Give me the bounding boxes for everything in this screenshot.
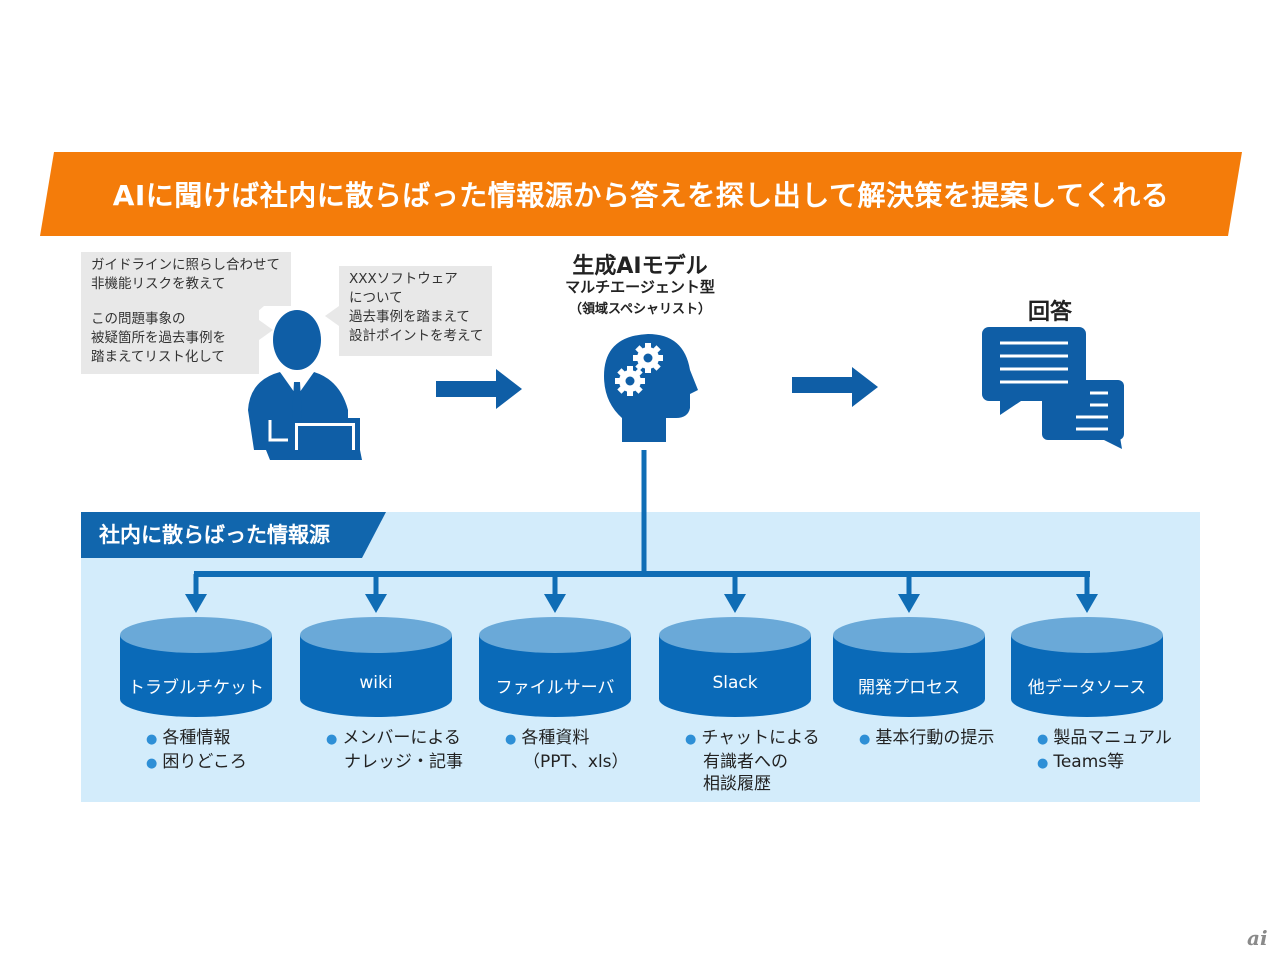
arrow-down-icon — [724, 594, 746, 613]
data-source-4: 開発プロセス — [833, 617, 985, 717]
note-text: メンバーによる — [342, 728, 461, 748]
bubble-tail — [259, 320, 273, 340]
bubble-line: 被疑箇所を過去事例を — [91, 330, 226, 346]
bubble-line: 設計ポイントを考えて — [349, 328, 484, 344]
site-logo: ai — [1247, 926, 1268, 950]
data-source-name: wiki — [359, 673, 393, 693]
note-text: チャットによる — [701, 728, 820, 748]
answer-title: 回答 — [1027, 300, 1072, 325]
arrow-down-icon — [544, 594, 566, 613]
chat-bubbles-icon — [982, 327, 1124, 449]
note-line: ● チャットによる — [685, 727, 820, 751]
note-text: 製品マニュアル — [1053, 728, 1172, 748]
data-source-name: 他データソース — [1027, 678, 1147, 698]
request-bubble-3: XXXソフトウェア について 過去事例を踏まえて 設計ポイントを考えて — [339, 266, 492, 356]
bubble-line: この問題事象の — [91, 311, 186, 327]
data-source-name: 開発プロセス — [858, 678, 960, 698]
note-line: ● Teams等 — [1037, 751, 1172, 775]
note-text: 困りどころ — [162, 752, 247, 772]
note-text: ナレッジ・記事 — [344, 752, 463, 772]
arrow-right-icon — [792, 367, 878, 407]
bullet-icon: ● — [326, 732, 338, 747]
note-line: 有識者への — [685, 751, 820, 773]
bullet-icon: ● — [859, 732, 871, 747]
bullet-icon: ● — [505, 732, 517, 747]
bubble-line: について — [349, 290, 403, 306]
data-source-2: ファイルサーバ — [479, 617, 631, 717]
bubble-line: 過去事例を踏まえて — [349, 309, 470, 325]
database-cylinder-icon — [833, 617, 985, 717]
note-text: Teams等 — [1053, 752, 1125, 772]
note-line: ● 各種情報 — [146, 727, 247, 751]
bubble-line: 踏まえてリスト化して — [91, 349, 225, 365]
sources-panel-title: 社内に散らばった情報源 — [99, 523, 330, 547]
note-text: 有識者への — [703, 752, 788, 772]
person-laptop-icon — [248, 310, 362, 460]
database-cylinder-icon — [120, 617, 272, 717]
data-source-notes: ● 製品マニュアル ● Teams等 — [1037, 727, 1172, 775]
note-line: ● 困りどころ — [146, 751, 247, 775]
bullet-icon: ● — [146, 756, 158, 771]
note-line: （PPT、xls） — [505, 751, 629, 773]
note-line: ● 基本行動の提示 — [859, 727, 994, 751]
data-source-3: Slack — [659, 617, 811, 717]
database-cylinder-icon — [1011, 617, 1163, 717]
bullet-icon: ● — [1037, 756, 1049, 771]
model-title: 生成AIモデル — [572, 254, 708, 279]
data-source-notes: ● 基本行動の提示 — [859, 727, 994, 751]
note-line: ● メンバーによる — [326, 727, 463, 751]
data-source-notes: ● チャットによる有識者への相談履歴 — [685, 727, 820, 795]
request-bubble-2: この問題事象の 被疑箇所を過去事例を 踏まえてリスト化して — [81, 306, 259, 374]
request-bubble-1: ガイドラインに照らし合わせて 非機能リスクを教えて — [81, 252, 291, 306]
data-source-name: Slack — [712, 673, 758, 693]
data-source-name: トラブルチケット — [128, 678, 264, 698]
headline-banner: AIに聞けば社内に散らばった情報源から答えを探し出して解決策を提案してくれる — [40, 152, 1242, 236]
arrow-down-icon — [185, 594, 207, 613]
bubble-tail — [325, 306, 339, 326]
database-cylinder-icon — [479, 617, 631, 717]
database-cylinder-icon — [300, 617, 452, 717]
note-text: 相談履歴 — [703, 774, 771, 794]
note-line: ● 製品マニュアル — [1037, 727, 1172, 751]
note-text: 基本行動の提示 — [875, 728, 995, 748]
bullet-icon: ● — [1037, 732, 1049, 747]
bubble-line: ガイドラインに照らし合わせて — [91, 257, 280, 273]
note-text: 各種情報 — [162, 728, 231, 748]
panel-label-shape — [81, 512, 386, 558]
note-line: ナレッジ・記事 — [326, 751, 463, 773]
arrow-down-icon — [1076, 594, 1098, 613]
model-note: （領域スペシャリスト） — [568, 302, 712, 317]
data-source-0: トラブルチケット — [120, 617, 272, 717]
data-source-notes: ● 各種資料 （PPT、xls） — [505, 727, 629, 773]
bullet-icon: ● — [685, 732, 697, 747]
ai-head-gears-icon — [604, 334, 698, 442]
note-line: ● 各種資料 — [505, 727, 629, 751]
arrow-down-icon — [898, 594, 920, 613]
bubble-line: 非機能リスクを教えて — [91, 276, 226, 292]
data-source-name: ファイルサーバ — [495, 678, 615, 698]
bullet-icon: ● — [146, 732, 158, 747]
bubble-line: XXXソフトウェア — [349, 271, 458, 287]
data-source-notes: ● メンバーによるナレッジ・記事 — [326, 727, 463, 773]
sources-panel-header: 社内に散らばった情報源 — [81, 512, 386, 558]
note-text: （PPT、xls） — [523, 752, 629, 772]
arrow-down-icon — [365, 594, 387, 613]
model-subtitle: マルチエージェント型 — [565, 278, 715, 296]
note-line: 相談履歴 — [685, 773, 820, 795]
data-source-notes: ● 各種情報 ● 困りどころ — [146, 727, 247, 775]
banner-shape — [40, 152, 1242, 236]
data-source-1: wiki — [300, 617, 452, 717]
headline-title: AIに聞けば社内に散らばった情報源から答えを探し出して解決策を提案してくれる — [112, 179, 1170, 212]
note-text: 各種資料 — [521, 728, 590, 748]
database-cylinder-icon — [659, 617, 811, 717]
data-source-5: 他データソース — [1011, 617, 1163, 717]
arrow-right-icon — [436, 369, 522, 409]
